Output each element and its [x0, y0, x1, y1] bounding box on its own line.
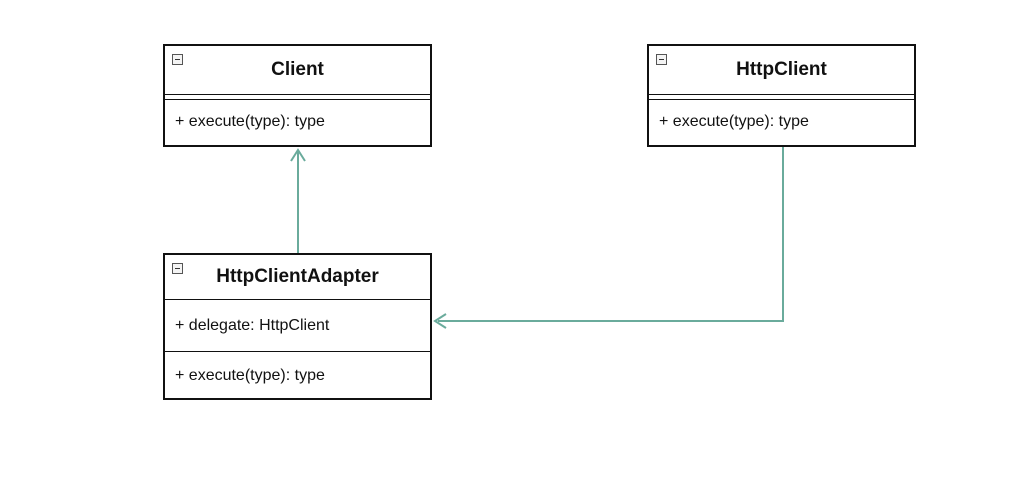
attribute-row: + delegate: HttpClient	[175, 316, 330, 334]
section-divider	[165, 351, 430, 352]
attributes-section	[165, 94, 430, 100]
arrowhead-icon	[290, 148, 306, 162]
class-name: Client	[271, 59, 324, 80]
collapse-icon[interactable]	[656, 54, 667, 65]
class-client-header: Client	[165, 46, 430, 94]
connector-httpclient-to-adapter[interactable]	[433, 147, 784, 329]
class-name: HttpClientAdapter	[216, 266, 379, 287]
class-client[interactable]: Client + execute(type): type	[163, 44, 432, 147]
connector-line	[438, 147, 784, 322]
collapse-icon[interactable]	[172, 263, 183, 274]
header-divider	[165, 299, 430, 300]
collapse-icon[interactable]	[172, 54, 183, 65]
class-httpclient[interactable]: HttpClient + execute(type): type	[647, 44, 916, 147]
arrowhead-icon	[433, 313, 447, 329]
class-httpclientadapter[interactable]: HttpClientAdapter + delegate: HttpClient…	[163, 253, 432, 400]
operation-row: + execute(type): type	[175, 366, 325, 384]
attributes-section	[649, 94, 914, 100]
operation-row: + execute(type): type	[659, 112, 809, 130]
operation-row: + execute(type): type	[175, 112, 325, 130]
class-httpclient-header: HttpClient	[649, 46, 914, 94]
class-adapter-header: HttpClientAdapter	[165, 255, 430, 299]
connector-adapter-to-client[interactable]	[290, 148, 306, 253]
class-name: HttpClient	[736, 59, 827, 80]
